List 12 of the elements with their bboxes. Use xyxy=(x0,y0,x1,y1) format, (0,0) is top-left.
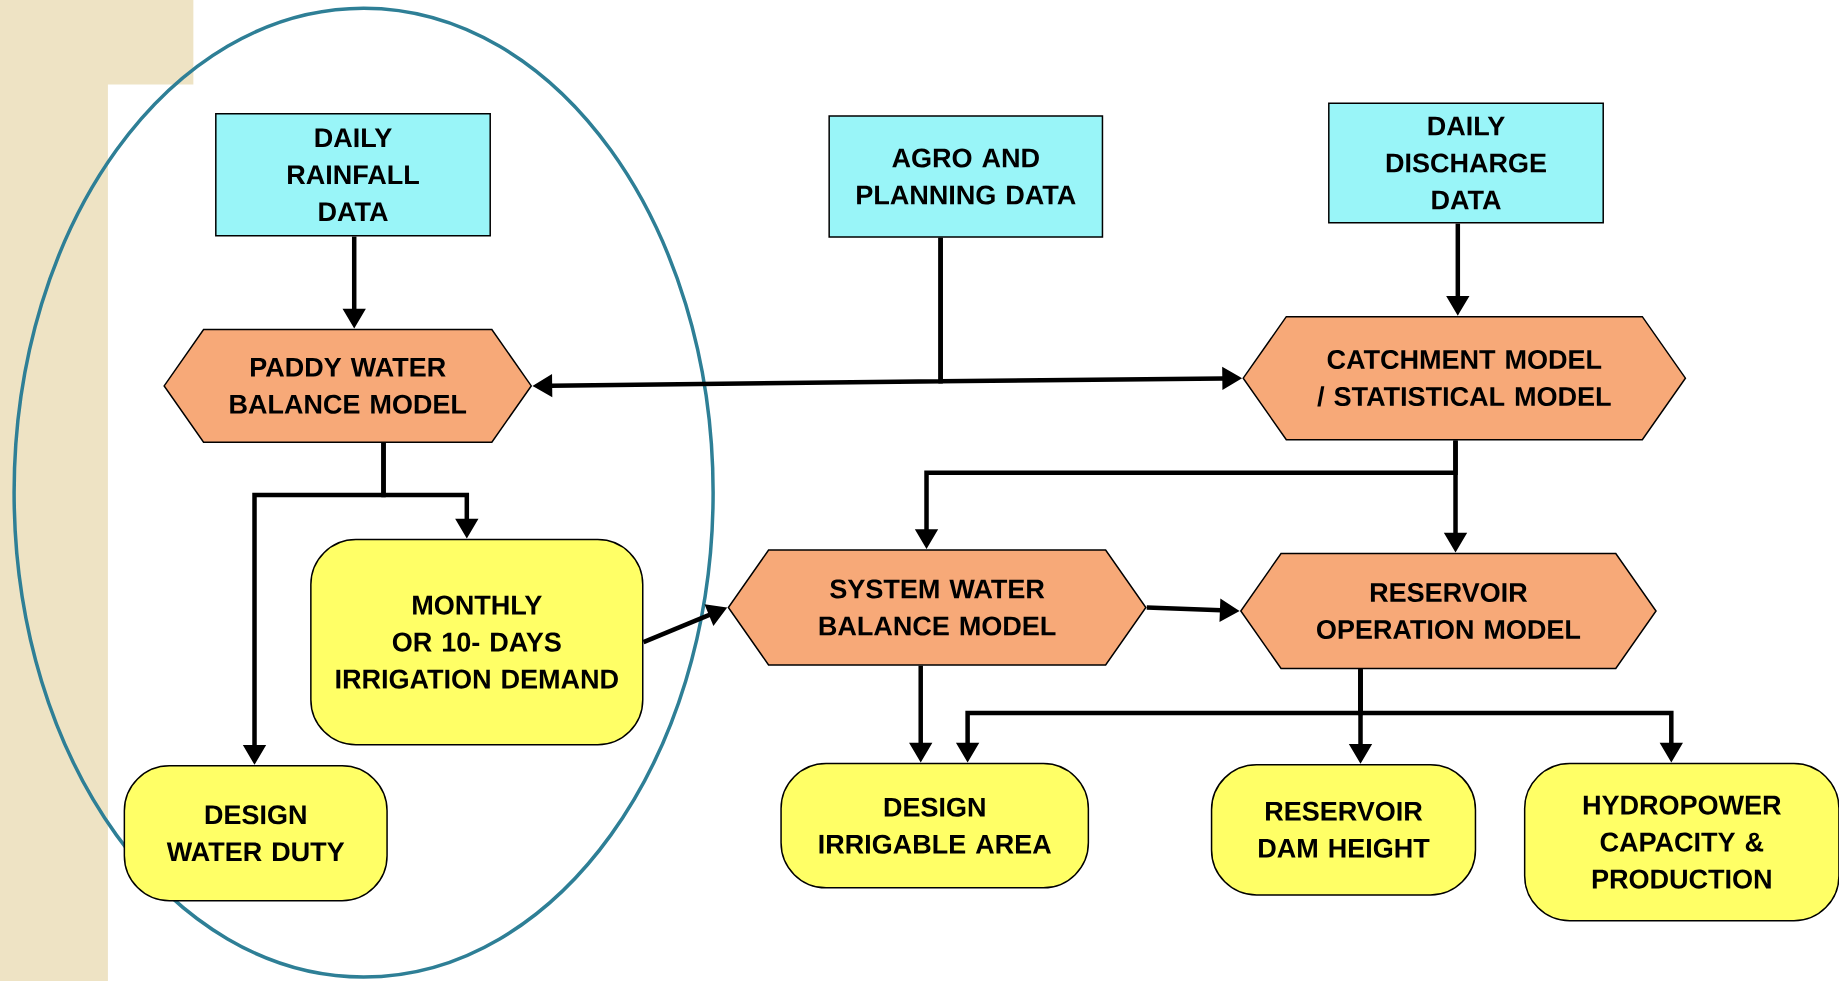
model-hexagon: PADDY WATER BALANCE MODEL xyxy=(163,328,533,443)
model-hexagon: CATCHMENT MODEL / STATISTICAL MODEL xyxy=(1242,315,1687,441)
result-box: MONTHLY OR 10- DAYS IRRIGATION DEMAND xyxy=(310,538,644,746)
result-box: RESERVOIR DAM HEIGHT xyxy=(1210,763,1477,896)
data-box: AGRO AND PLANNING DATA xyxy=(828,115,1104,238)
result-box: DESIGN WATER DUTY xyxy=(123,765,388,902)
data-box: DAILY RAINFALL DATA xyxy=(215,113,491,237)
data-box: DAILY DISCHARGE DATA xyxy=(1328,102,1604,224)
model-hexagon: RESERVOIR OPERATION MODEL xyxy=(1239,552,1657,670)
result-box: DESIGN IRRIGABLE AREA xyxy=(780,762,1090,889)
model-hexagon: SYSTEM WATER BALANCE MODEL xyxy=(727,549,1147,666)
result-box: HYDROPOWER CAPACITY & PRODUCTION xyxy=(1523,762,1839,922)
